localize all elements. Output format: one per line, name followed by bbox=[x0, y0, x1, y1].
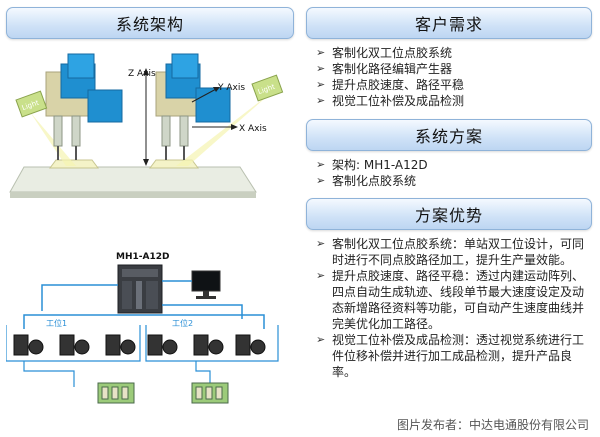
solution-item-1: 架构: MH1-A12D bbox=[316, 157, 586, 173]
customer-needs-header: 客户需求 bbox=[306, 7, 592, 39]
system-solution-list: 架构: MH1-A12D 客制化点胶系统 bbox=[316, 157, 586, 189]
needs-item-1: 客制化双工位点胶系统 bbox=[316, 45, 586, 61]
needs-item-3: 提升点胶速度、路径平稳 bbox=[316, 77, 586, 93]
controller-label: MH1-A12D bbox=[116, 252, 169, 262]
dispensing-robot-illustration: Z Axis Y Axis X Axis Light Light bbox=[9, 53, 284, 198]
needs-item-4: 视觉工位补偿及成品检测 bbox=[316, 93, 586, 109]
needs-item-2: 客制化路径编辑产生器 bbox=[316, 61, 586, 77]
z-axis-label: Z Axis bbox=[128, 69, 156, 79]
system-topology-diagram: MH1-A12D 工位1 工位2 bbox=[6, 252, 279, 404]
y-axis-label: Y Axis bbox=[217, 83, 245, 93]
advantages-item-3: 视觉工位补偿及成品检测：透过视觉系统进行工件位移补偿并进行加工成品检测，提升产品… bbox=[316, 332, 586, 380]
station-2-label: 工位2 bbox=[172, 318, 193, 328]
solution-advantages-header: 方案优势 bbox=[306, 198, 592, 230]
customer-needs-title: 客户需求 bbox=[414, 15, 483, 34]
x-axis-label: X Axis bbox=[239, 124, 267, 134]
solution-advantages-list: 客制化双工位点胶系统：单站双工位设计，可同时进行不同点胶路径加工，提升生产量效能… bbox=[316, 236, 586, 380]
system-solution-title: 系统方案 bbox=[414, 127, 483, 146]
customer-needs-list: 客制化双工位点胶系统 客制化路径编辑产生器 提升点胶速度、路径平稳 视觉工位补偿… bbox=[316, 45, 586, 109]
image-publisher-watermark: 图片发布者：中达电通股份有限公司 bbox=[393, 416, 592, 433]
advantages-item-1: 客制化双工位点胶系统：单站双工位设计，可同时进行不同点胶路径加工，提升生产量效能… bbox=[316, 236, 586, 268]
solution-advantages-title: 方案优势 bbox=[414, 206, 483, 225]
system-solution-header: 系统方案 bbox=[306, 119, 592, 151]
station-1-label: 工位1 bbox=[46, 318, 67, 328]
advantages-item-2: 提升点胶速度、路径平稳：透过内建运动阵列、四点自动生成轨迹、线段单节最大速度设定… bbox=[316, 268, 586, 332]
system-architecture-title: 系统架构 bbox=[115, 15, 184, 34]
system-architecture-header: 系统架构 bbox=[6, 7, 294, 39]
solution-item-2: 客制化点胶系统 bbox=[316, 173, 586, 189]
